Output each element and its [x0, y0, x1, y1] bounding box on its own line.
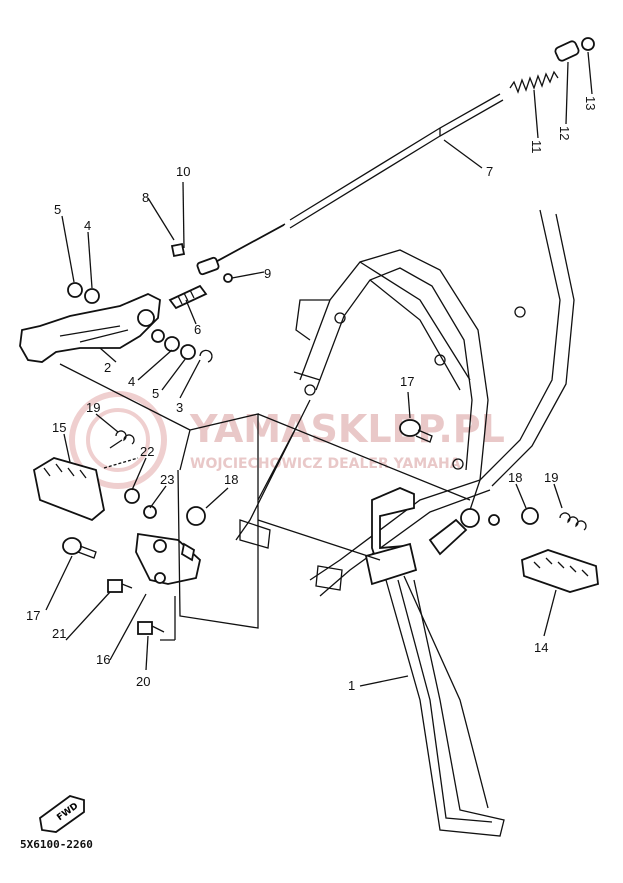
- washer-4-lower: [164, 336, 180, 352]
- callout-11: 11: [529, 140, 544, 154]
- callout-17b: 17: [26, 608, 40, 623]
- footrest-bracket: [135, 532, 201, 585]
- drawing-code: 5X6100-2260: [20, 838, 93, 851]
- callout-18b: 18: [508, 470, 522, 485]
- callouts: 1 2 3 4 4 5 5 6 7 8 9 10 11 12 13 14 15 …: [26, 96, 598, 693]
- side-stand: [364, 487, 505, 837]
- callout-23: 23: [160, 472, 174, 487]
- rod-spring: [509, 70, 559, 94]
- callout-18a: 18: [224, 472, 238, 487]
- bolt-21: [107, 579, 133, 593]
- callout-4b: 4: [128, 374, 135, 389]
- washer-5-lower: [180, 344, 196, 360]
- watermark-sub: WOJCIECHOWICZ DEALER YAMAHA: [190, 456, 461, 472]
- footrest-right: [521, 549, 599, 593]
- washer-23b: [143, 505, 157, 519]
- callout-6: 6: [194, 322, 201, 337]
- pin-22: [103, 457, 139, 469]
- brake-rod: [214, 93, 504, 263]
- watermark-main: YAMASKLEP.PL: [189, 407, 505, 451]
- rod-joint: [168, 242, 233, 310]
- spring-right: [559, 512, 587, 531]
- collar-left: [186, 506, 206, 526]
- bolt-lower: [62, 537, 97, 559]
- footrest-left: [32, 457, 105, 522]
- callout-1: 1: [348, 678, 355, 693]
- frame: [235, 209, 575, 597]
- callout-19a: 19: [86, 400, 100, 415]
- callout-10: 10: [176, 164, 190, 179]
- callout-22: 22: [140, 444, 154, 459]
- fwd-badge: FWD: [39, 795, 85, 833]
- callout-7: 7: [486, 164, 493, 179]
- washer-23: [124, 488, 140, 504]
- washer-4-upper: [84, 288, 100, 304]
- spring-left: [109, 430, 135, 449]
- callout-2: 2: [104, 360, 111, 375]
- callout-8: 8: [142, 190, 149, 205]
- callout-9: 9: [264, 266, 271, 281]
- collar-right: [521, 507, 539, 525]
- leader-lines: [45, 51, 593, 687]
- callout-4a: 4: [84, 218, 91, 233]
- callout-21: 21: [52, 626, 66, 641]
- callout-14: 14: [534, 640, 548, 655]
- adjusting-nut: [554, 37, 595, 62]
- brake-pedal: [19, 293, 165, 363]
- bolt-20: [137, 621, 165, 635]
- callout-16: 16: [96, 652, 110, 667]
- callout-12: 12: [557, 126, 572, 140]
- callout-19b: 19: [544, 470, 558, 485]
- callout-15: 15: [52, 420, 66, 435]
- bolt-upper: [399, 419, 433, 443]
- callout-3: 3: [176, 400, 183, 415]
- callout-5a: 5: [54, 202, 61, 217]
- callout-20: 20: [136, 674, 150, 689]
- callout-5b: 5: [152, 386, 159, 401]
- circlip-3: [199, 349, 213, 363]
- washer-5-upper: [67, 282, 83, 298]
- callout-13: 13: [583, 96, 598, 110]
- callout-17a: 17: [400, 374, 414, 389]
- watermark: YAMASKLEP.PL WOJCIECHOWICZ DEALER YAMAHA: [69, 391, 505, 489]
